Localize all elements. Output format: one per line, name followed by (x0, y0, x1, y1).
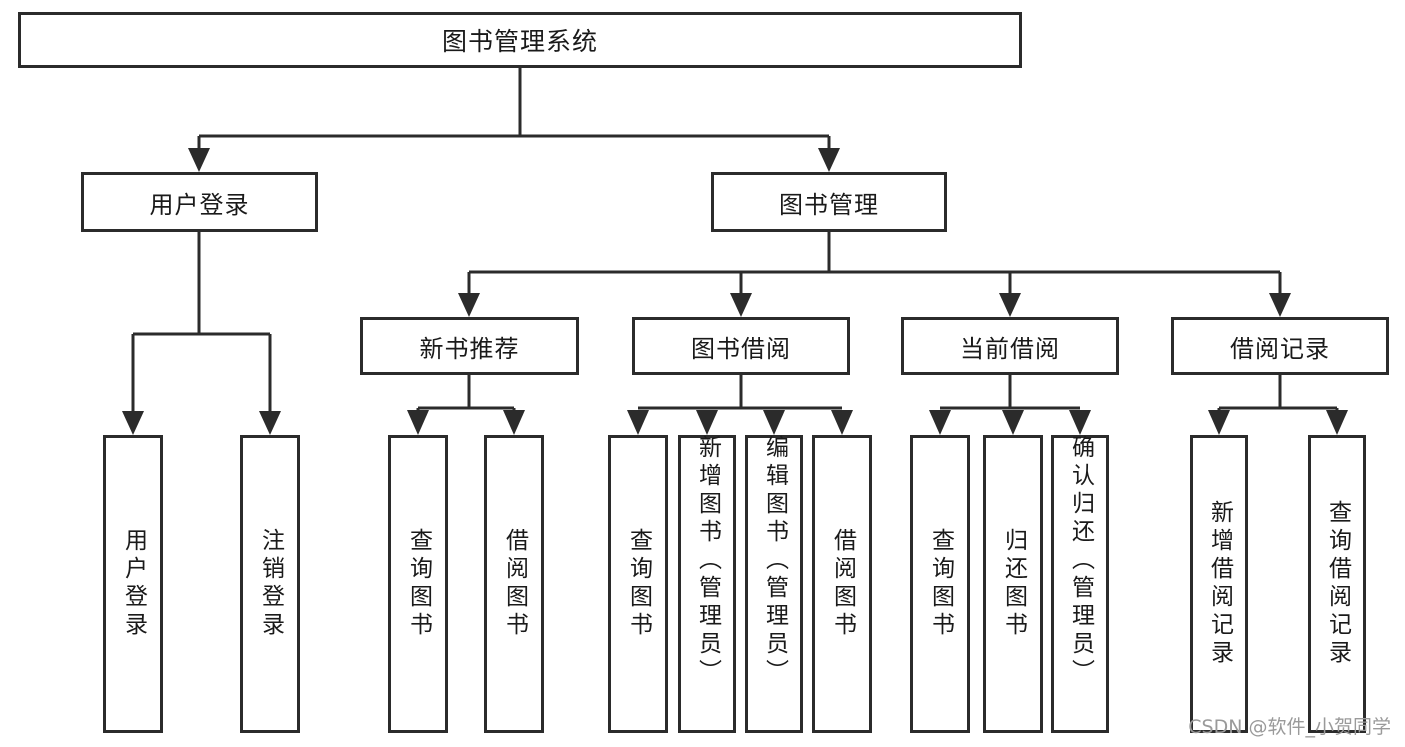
node-box-root[interactable] (18, 12, 1022, 68)
connector-bookborrow-to-leaves (627, 374, 853, 435)
arrow-head-icon (1208, 410, 1230, 435)
connector-root-to-level1 (188, 68, 840, 172)
leaf-box-query-borrow-record[interactable] (1308, 435, 1366, 733)
leaf-box-add-book-admin[interactable] (678, 435, 736, 733)
arrow-head-icon (458, 293, 480, 317)
arrow-head-icon (763, 410, 785, 435)
leaf-box-query-book-current[interactable] (910, 435, 970, 733)
arrow-head-icon (1269, 293, 1291, 317)
arrow-head-icon (929, 410, 951, 435)
node-box-book-borrow[interactable] (632, 317, 850, 375)
arrow-head-icon (1069, 410, 1091, 435)
arrow-head-icon (831, 410, 853, 435)
arrow-head-icon (188, 148, 210, 172)
node-box-new-book-recommend[interactable] (360, 317, 579, 375)
node-box-current-borrow[interactable] (901, 317, 1119, 375)
arrow-head-icon (627, 410, 649, 435)
arrow-head-icon (503, 410, 525, 435)
arrow-head-icon (259, 411, 281, 435)
arrow-head-icon (999, 293, 1021, 317)
connector-currentborrow-to-leaves (929, 374, 1091, 435)
connector-borrowrecord-to-leaves (1208, 374, 1348, 435)
leaf-box-add-borrow-record[interactable] (1190, 435, 1248, 733)
leaf-box-return-book[interactable] (983, 435, 1043, 733)
arrow-head-icon (1326, 410, 1348, 435)
leaf-box-user-login[interactable] (103, 435, 163, 733)
arrow-head-icon (696, 410, 718, 435)
leaf-box-query-book-borrow[interactable] (608, 435, 668, 733)
arrow-head-icon (1002, 410, 1024, 435)
leaf-box-borrow-book-rec[interactable] (484, 435, 544, 733)
arrow-head-icon (407, 410, 429, 435)
leaf-box-edit-book-admin[interactable] (745, 435, 803, 733)
leaf-box-logout[interactable] (240, 435, 300, 733)
node-box-borrow-record[interactable] (1171, 317, 1389, 375)
connector-newbook-to-leaves (407, 374, 525, 435)
node-box-book-management[interactable] (711, 172, 947, 232)
arrow-head-icon (122, 411, 144, 435)
arrow-head-icon (818, 148, 840, 172)
leaf-box-query-book-rec[interactable] (388, 435, 448, 733)
node-box-user-login[interactable] (81, 172, 318, 232)
connector-bookmgmt-to-level2 (458, 232, 1291, 317)
arrow-head-icon (730, 293, 752, 317)
leaf-box-confirm-return-admin[interactable] (1051, 435, 1109, 733)
leaf-box-borrow-book[interactable] (812, 435, 872, 733)
connector-userlogin-to-leaves (122, 232, 281, 435)
